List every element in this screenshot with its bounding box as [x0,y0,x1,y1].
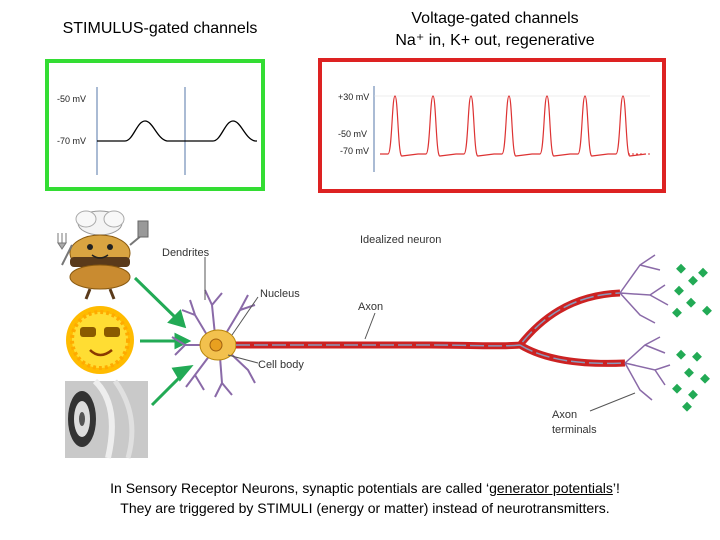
arrow-3-head [171,365,194,382]
neuron-diagram: Idealized neuron Dendrites Nucleus Axon … [57,210,712,459]
axon [236,289,626,367]
generator-bump-2 [185,120,257,142]
stimulus-label-50: -50 mV [57,94,87,104]
caption-line2: They are triggered by STIMULI (energy or… [120,500,610,516]
arrow-1 [133,276,180,322]
stimulus-arrows [133,276,194,407]
chef-burger-icon [57,210,149,300]
caption-line1-part1: In Sensory Receptor Neurons, synaptic po… [110,480,490,496]
caption-line1: In Sensory Receptor Neurons, synaptic po… [20,478,710,498]
voltage-label-30: +30 mV [338,92,370,102]
voltage-label-50: -50 mV [338,129,368,139]
voltage-panel [318,58,666,193]
nucleus [209,338,223,352]
generator-potential-trace [96,87,257,175]
neurotransmitter-dots [672,263,712,412]
stimulus-panel [45,59,265,191]
label-pointers [204,257,636,412]
caption-generator-potentials: generator potentials [489,480,613,496]
sun-face-icon [66,306,134,374]
axon-terminals-label-2: terminals [552,424,597,436]
stimulus-title: STIMULUS-gated channels [62,20,258,37]
voltage-title: Voltage-gated channels Na⁺ in, K+ out, r… [350,8,640,52]
voltage-label-70: -70 mV [340,146,370,156]
dendrites-label: Dendrites [162,247,210,259]
axon-label: Axon [358,301,383,313]
axon-terminals-label-1: Axon [552,409,577,421]
action-potential-trace [373,86,650,172]
cell-body-label: Cell body [258,359,304,371]
action-potential-spikes [380,95,647,157]
idealized-neuron-label: Idealized neuron [360,234,441,246]
caption: In Sensory Receptor Neurons, synaptic po… [20,478,710,518]
caption-line1-part2: ’! [612,480,620,496]
voltage-title-line1: Voltage-gated channels [411,10,579,27]
axon-terminals [619,254,671,401]
nucleus-label: Nucleus [260,288,300,300]
stimulus-label-70: -70 mV [57,136,87,146]
generator-bump-1 [97,120,185,142]
voltage-title-line2: Na⁺ in, K+ out, regenerative [395,32,595,49]
arrow-1-head [167,309,187,329]
speaker-icon [65,378,148,459]
